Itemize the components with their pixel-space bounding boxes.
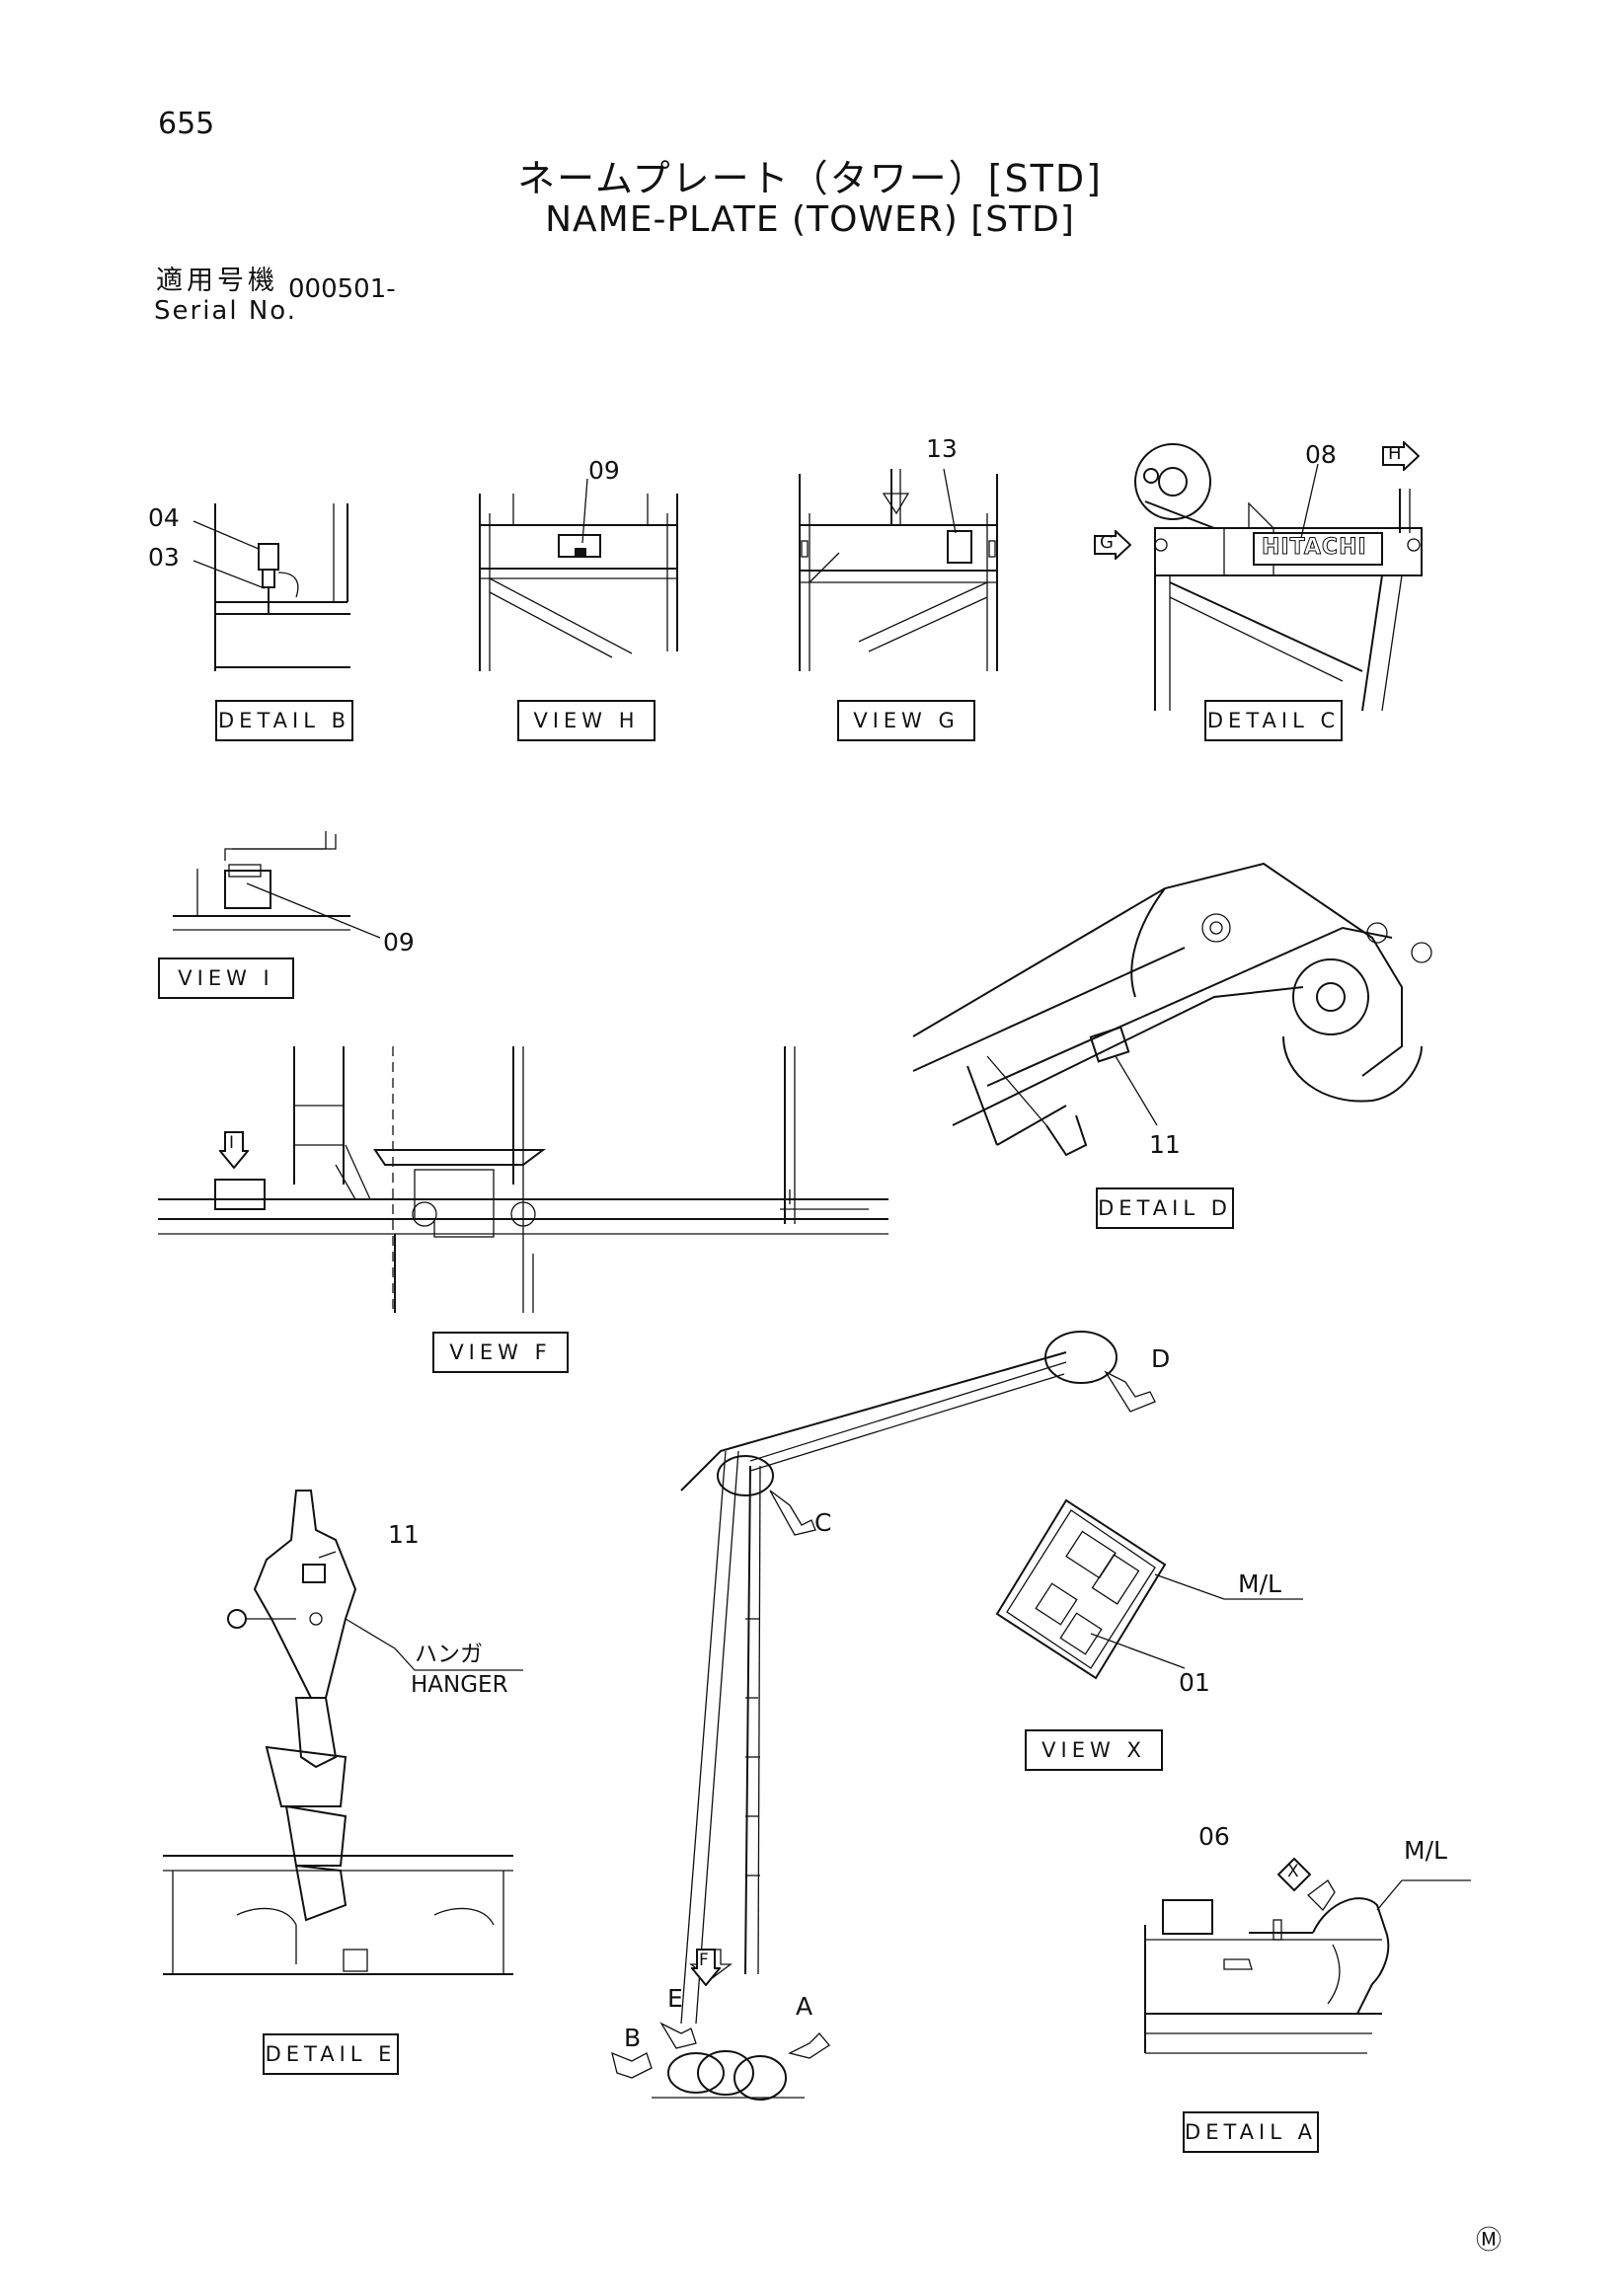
page-number: 655	[158, 107, 215, 141]
detail-d-drawing	[912, 862, 1432, 1157]
part-number-09-view-h: 09	[588, 456, 620, 485]
tower-overview-drawing	[611, 1331, 1156, 2101]
corner-m-mark: Ⓜ	[1475, 2226, 1502, 2256]
leader-hanger	[345, 1618, 523, 1671]
detail-c-drawing	[1134, 443, 1423, 712]
detail-a-drawing	[1144, 1879, 1471, 2054]
view-h-drawing	[479, 478, 678, 671]
part-number-ml-view-x: M/L	[1238, 1569, 1281, 1598]
view-label-view-i: VIEW I	[158, 957, 294, 999]
view-x-drawing	[995, 1498, 1303, 1680]
page-title-en: NAME-PLATE (TOWER) [STD]	[545, 199, 1075, 240]
view-label-detail-d: DETAIL D	[1096, 1187, 1234, 1229]
part-number-13: 13	[926, 434, 958, 463]
page-title-jp: ネームプレート（タワー）[STD]	[517, 157, 1103, 200]
view-direction-g-letter: G	[1100, 532, 1114, 553]
hanger-label-jp: ハンガ	[415, 1642, 483, 1667]
part-number-01: 01	[1179, 1668, 1210, 1697]
part-number-08: 08	[1305, 440, 1337, 469]
part-number-03: 03	[148, 543, 180, 572]
leader-11-d	[1115, 1055, 1158, 1126]
view-direction-h-letter: H	[1388, 443, 1402, 464]
view-label-view-h: VIEW H	[517, 700, 656, 741]
leader-01	[1090, 1633, 1186, 1669]
leader-ml-a	[1376, 1879, 1403, 1911]
view-label-view-g: VIEW G	[837, 700, 975, 741]
view-direction-i-arrow-icon: I	[217, 1131, 251, 1170]
view-direction-g-arrow-icon: G	[1094, 528, 1132, 562]
view-direction-f-arrow-icon: F	[689, 1949, 723, 1987]
view-label-view-f: VIEW F	[432, 1332, 569, 1373]
leader-08	[1300, 463, 1319, 539]
view-direction-i-letter: I	[229, 1133, 235, 1153]
part-number-11-detail-e: 11	[388, 1520, 420, 1549]
view-direction-f-letter: F	[699, 1951, 709, 1970]
serial-value: 000501-	[288, 274, 396, 304]
serial-label-jp: 適用号機	[156, 266, 278, 296]
view-g-drawing	[799, 468, 998, 671]
view-f-drawing	[158, 1046, 888, 1313]
view-direction-h-arrow-icon: H	[1382, 439, 1421, 473]
hitachi-logo: HITACHI	[1262, 535, 1367, 561]
view-direction-x-letter: X	[1287, 1862, 1299, 1881]
view-label-view-x: VIEW X	[1025, 1729, 1163, 1771]
serial-label-en: Serial No.	[154, 296, 297, 326]
leader-11-e	[318, 1551, 337, 1559]
leader-ml-x	[1154, 1573, 1225, 1600]
part-number-11-detail-d: 11	[1149, 1130, 1181, 1159]
callout-letter-b: B	[624, 2024, 642, 2052]
view-direction-x-arrow-icon: X	[1276, 1857, 1312, 1892]
callout-letter-c: C	[814, 1508, 832, 1537]
part-number-04: 04	[148, 503, 180, 532]
detail-e-drawing	[163, 1490, 523, 1975]
callout-letter-d: D	[1151, 1344, 1171, 1373]
hanger-label-en: HANGER	[411, 1672, 508, 1698]
detail-b-drawing	[193, 503, 350, 671]
callout-letter-e: E	[667, 1984, 683, 2013]
part-number-ml-detail-a: M/L	[1404, 1836, 1447, 1865]
callout-letter-a: A	[796, 1992, 813, 2021]
view-label-detail-c: DETAIL C	[1204, 700, 1343, 741]
leader-13	[943, 468, 957, 534]
part-number-06: 06	[1198, 1822, 1230, 1851]
leader-09-i	[246, 882, 381, 939]
view-i-drawing	[173, 831, 381, 939]
view-label-detail-b: DETAIL B	[215, 700, 353, 741]
view-label-detail-a: DETAIL A	[1183, 2111, 1319, 2153]
leader-03	[193, 560, 266, 589]
leader-04	[193, 520, 260, 550]
part-number-09-view-i: 09	[383, 928, 415, 957]
view-label-detail-e: DETAIL E	[263, 2033, 399, 2075]
